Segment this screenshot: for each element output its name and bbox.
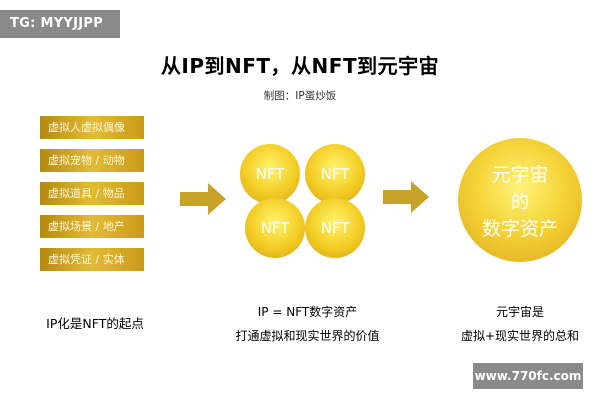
ip-category-item: 虚拟场景 / 地产 <box>40 215 144 238</box>
nft-circle: NFT <box>305 144 365 204</box>
middle-caption-line1: IP = NFT数字资产 <box>257 305 358 319</box>
metaverse-circle-line3: 数字资产 <box>481 218 558 240</box>
metaverse-circle: 元宇宙 的 数字资产 <box>458 138 582 262</box>
metaverse-circle-line1: 元宇宙 <box>491 164 549 186</box>
right-caption: 元宇宙是 虚拟+现实世界的总和 <box>445 300 595 348</box>
middle-caption-line2: 打通虚拟和现实世界的价值 <box>235 329 380 343</box>
ip-category-list: 虚拟人虚拟偶像 虚拟宠物 / 动物 虚拟道具 / 物品 虚拟场景 / 地产 虚拟… <box>40 116 144 281</box>
ip-category-item: 虚拟宠物 / 动物 <box>40 149 144 172</box>
diagram-credit: 制图：IP蛋炒饭 <box>263 90 337 102</box>
nft-circle: NFT <box>245 198 305 258</box>
right-caption-line2: 虚拟+现实世界的总和 <box>460 329 580 343</box>
ip-category-item: 虚拟道具 / 物品 <box>40 182 144 205</box>
nft-circle: NFT <box>240 144 300 204</box>
bottom-watermark: www.770fc.com <box>473 363 583 389</box>
diagram-title: 从IP到NFT，从NFT到元宇宙 <box>160 54 440 78</box>
nft-circle: NFT <box>305 198 365 258</box>
arrow-right-icon <box>383 181 429 213</box>
right-caption-line1: 元宇宙是 <box>495 305 544 319</box>
left-caption: IP化是NFT的起点 <box>46 316 144 331</box>
metaverse-circle-line2: 的 <box>511 192 529 213</box>
arrow-right-icon <box>180 183 226 215</box>
middle-caption: IP = NFT数字资产 打通虚拟和现实世界的价值 <box>220 300 395 348</box>
top-watermark: TG: MYYJJPP <box>0 10 120 38</box>
ip-category-item: 虚拟人虚拟偶像 <box>40 116 144 139</box>
ip-category-item: 虚拟凭证 / 实体 <box>40 248 144 271</box>
